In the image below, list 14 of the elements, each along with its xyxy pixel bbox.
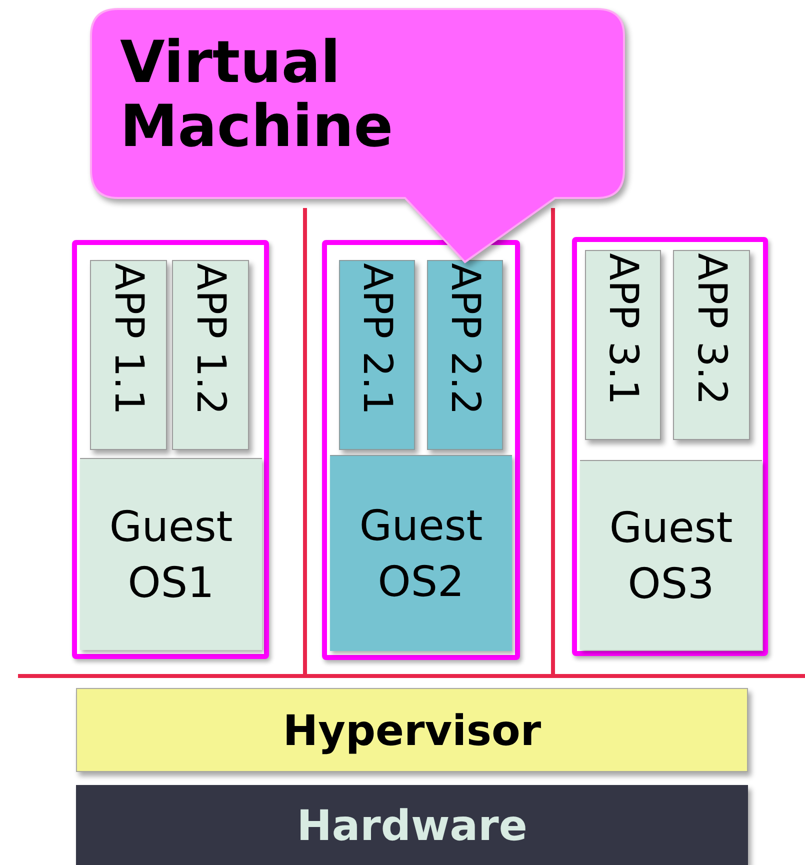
virtual-machine-frame [72, 240, 269, 659]
app-box: APP 2.2 [427, 260, 503, 450]
app-box: APP 1.2 [172, 260, 249, 450]
app-box: APP 1.1 [90, 260, 167, 450]
app-box: APP 3.1 [585, 250, 661, 440]
virtual-machine-frame [322, 240, 520, 660]
app-box: APP 3.2 [673, 250, 750, 440]
guest-os-box: Guest OS1 [80, 458, 262, 650]
hardware-layer: Hardware [76, 785, 748, 865]
guest-os-box: Guest OS2 [330, 455, 512, 651]
app-box: APP 2.1 [339, 260, 415, 450]
virtual-machine-frame [572, 237, 768, 656]
guest-os-box: Guest OS3 [580, 460, 762, 650]
hypervisor-layer: Hypervisor [76, 688, 748, 772]
